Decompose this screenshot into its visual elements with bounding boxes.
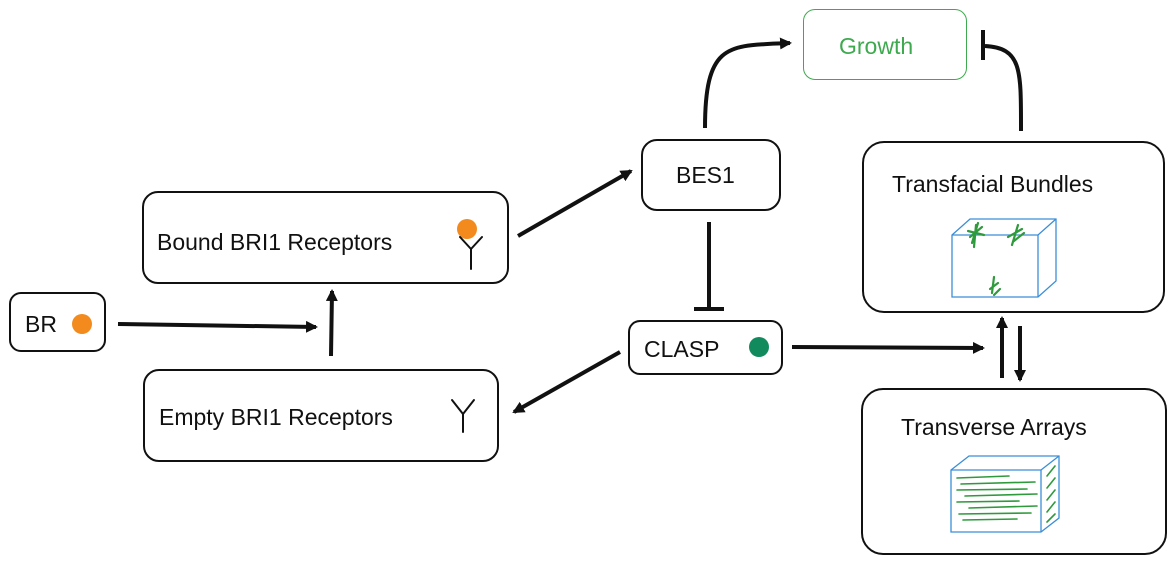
edge-clasp-to-microtubules xyxy=(791,341,985,354)
node-growth: Growth xyxy=(803,9,967,80)
bound-ligand-dot-icon xyxy=(457,219,477,239)
node-transfacial-bundles: Transfacial Bundles xyxy=(862,141,1165,313)
receptor-y-icon xyxy=(459,236,483,270)
node-empty-receptors: Empty BRI1 Receptors xyxy=(143,369,499,462)
node-transverse-arrays-label: Transverse Arrays xyxy=(901,414,1087,440)
receptor-y-icon xyxy=(451,399,475,433)
node-bes1: BES1 xyxy=(641,139,781,211)
edge-clasp-to-empty xyxy=(512,350,621,414)
node-clasp-label: CLASP xyxy=(644,336,720,362)
node-empty-receptors-label: Empty BRI1 Receptors xyxy=(159,404,393,430)
edge-br-to-bound xyxy=(117,320,318,333)
cube-transfacial-icon xyxy=(951,218,1057,298)
node-bound-receptors-label: Bound BRI1 Receptors xyxy=(157,229,393,255)
node-bes1-label: BES1 xyxy=(676,162,735,188)
node-transfacial-bundles-label: Transfacial Bundles xyxy=(892,171,1094,197)
edge-bound-to-bes1 xyxy=(517,169,633,238)
node-br: BR xyxy=(9,292,106,352)
edge-empty-to-bound xyxy=(325,289,338,357)
br-ligand-dot-icon xyxy=(72,314,92,334)
edge-transfacial-inhibits-growth xyxy=(984,44,1024,132)
node-growth-label: Growth xyxy=(839,33,914,59)
node-bound-receptors: Bound BRI1 Receptors xyxy=(142,191,509,284)
cube-transverse-icon xyxy=(950,455,1060,533)
edge-bes1-to-growth xyxy=(703,37,792,129)
node-br-label: BR xyxy=(25,311,57,337)
node-clasp: CLASP xyxy=(628,320,783,375)
node-transverse-arrays: Transverse Arrays xyxy=(861,388,1167,555)
clasp-protein-dot-icon xyxy=(749,337,769,357)
